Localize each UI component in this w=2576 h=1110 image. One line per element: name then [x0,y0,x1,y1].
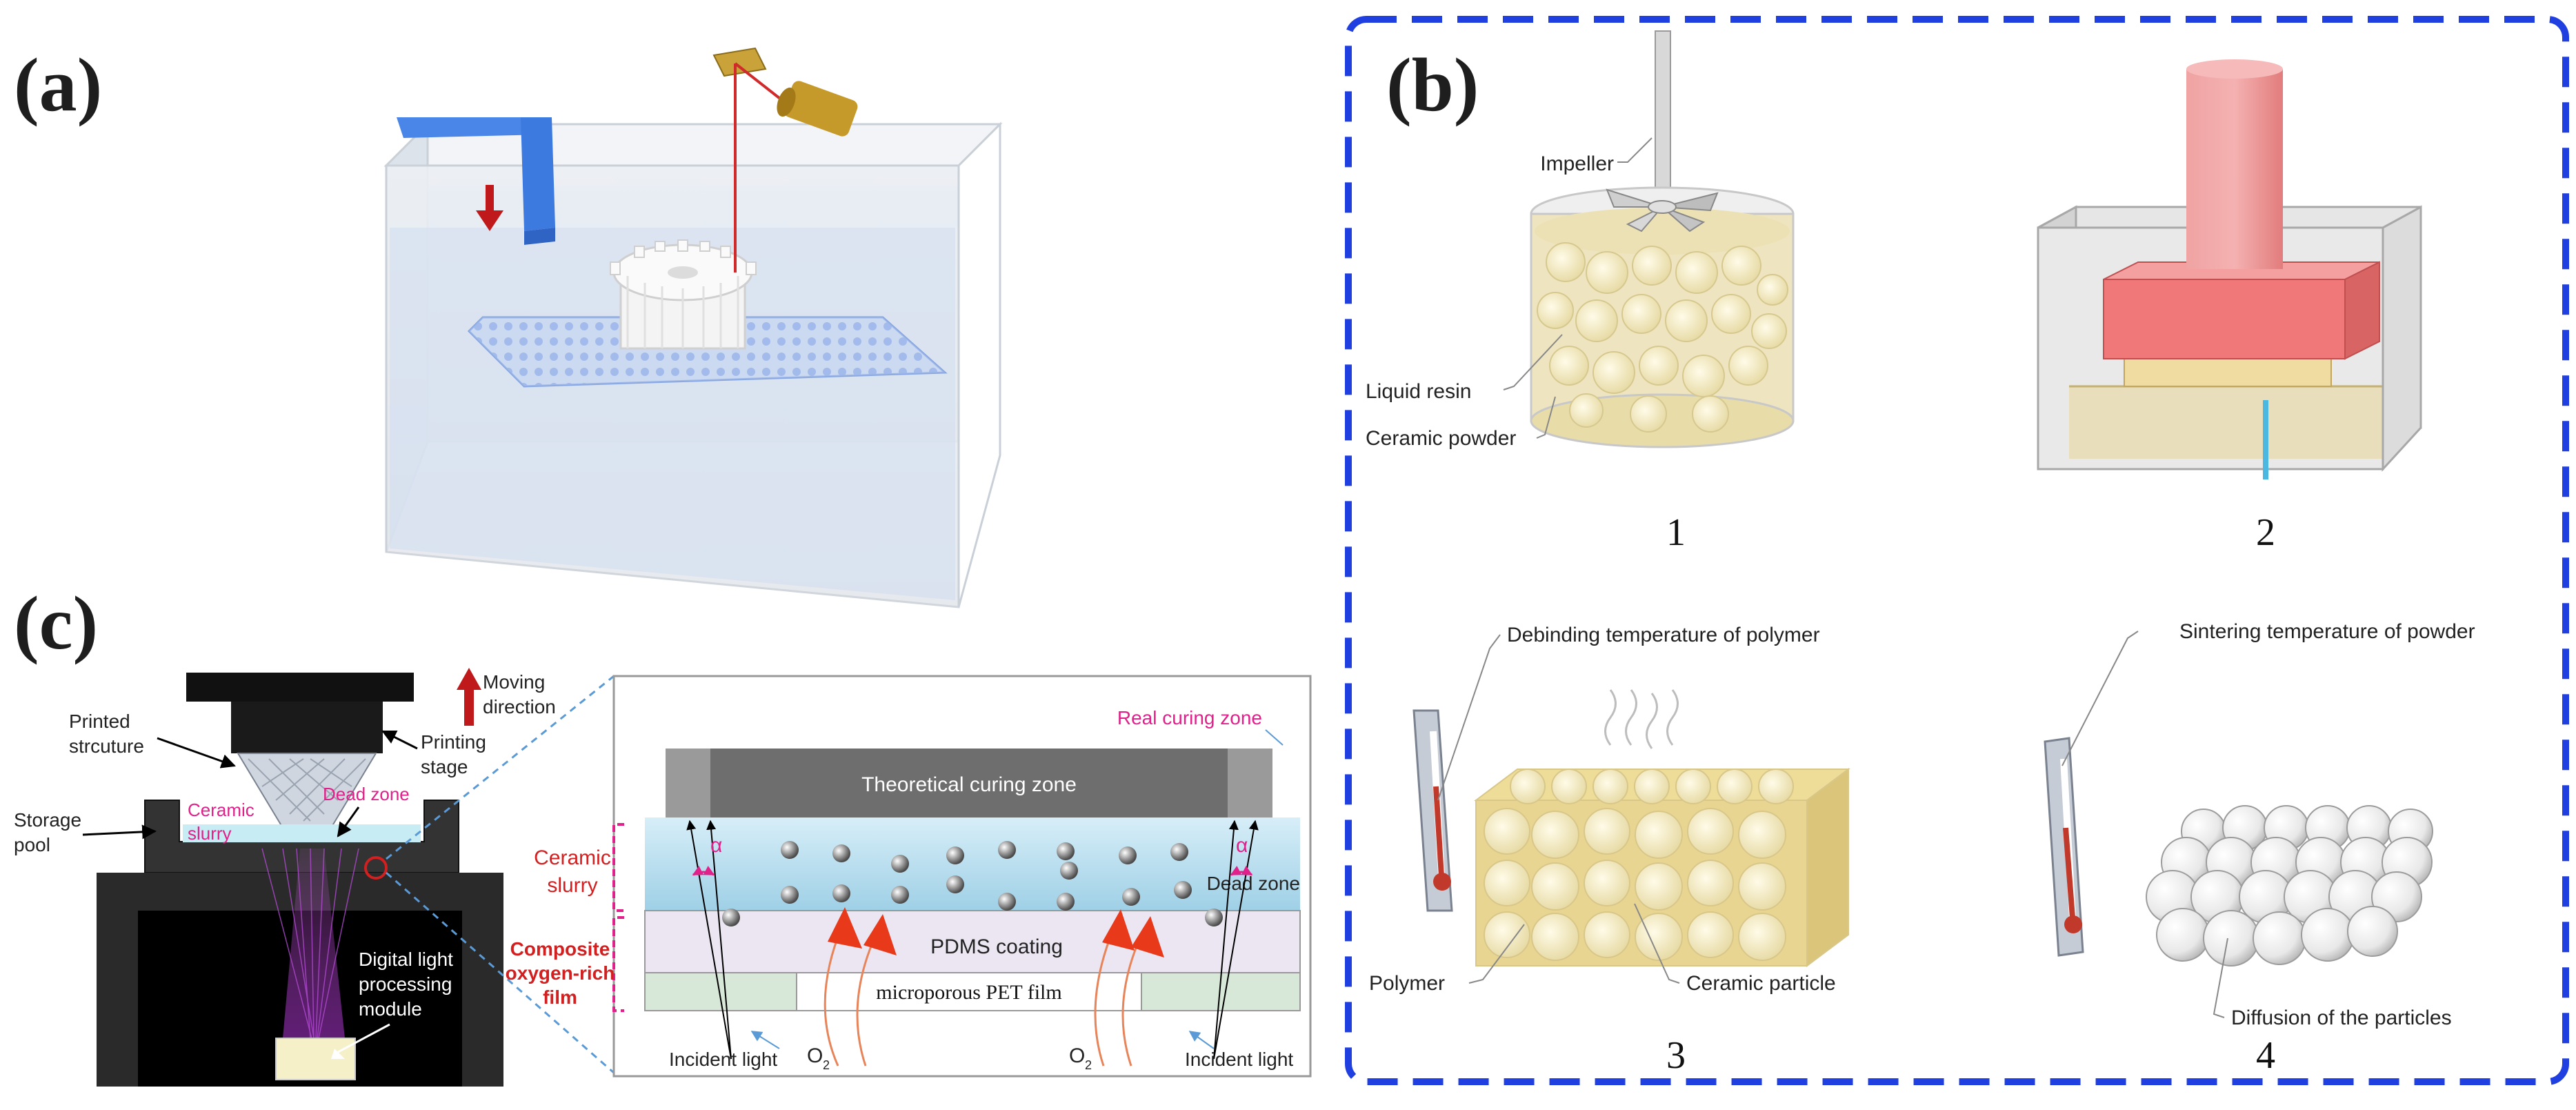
printed-structure-label-1: Printed [69,711,130,732]
step-4-number: 4 [2256,1034,2275,1077]
dead-zone-label-left: Dead zone [323,784,410,804]
diffusion-label: Diffusion of the particles [2231,1007,2452,1029]
moving-direction-label-2: direction [483,696,556,717]
recoater-blade [397,117,555,245]
ceramic-slurry-layer [645,817,1300,911]
ceramic-particles [722,841,1223,926]
incident-light-label-left: Incident light [669,1049,777,1070]
step-1-mixing: Impeller Liquid resin Ceramic powder 1 [1366,30,1795,554]
ceramic-slurry-label-2: slurry [188,823,232,844]
panel-b-frame [1345,16,2569,1085]
alpha-label-left: α [710,834,722,857]
theoretical-curing-zone-label: Theoretical curing zone [861,773,1077,796]
up-arrow-icon [457,668,481,690]
alpha-label-right: α [1236,834,1248,857]
vapor-lines [1604,689,1679,749]
theoretical-curing-zone [666,749,1272,817]
moving-direction-label-1: Moving [483,671,545,693]
composite-film-label-2: oxygen-rich [506,962,615,984]
liquid-resin-label: Liquid resin [1366,380,1471,403]
gear-part [610,239,757,350]
composite-film-label-3: film [543,987,577,1008]
panel-c-label: (c) [14,581,98,665]
step-2-number: 2 [2256,511,2275,554]
step-4-sintering: Sintering temperature of powder Diffusio… [2044,620,2475,1077]
o2-subscript-right: 2 [1085,1058,1092,1072]
incident-light-label-right: Incident light [1185,1049,1293,1070]
storage-pool-label-1: Storage [14,809,81,831]
thermometer-icon [2044,737,2084,957]
step-2-printing: 2 [2037,59,2422,554]
impeller-label: Impeller [1540,152,1614,175]
dlp-module-label-1: Digital light [359,949,453,970]
real-curing-zone-label: Real curing zone [1117,707,1262,729]
o2-label-right: O [1069,1044,1085,1067]
laser-source [712,47,858,272]
polymer-label: Polymer [1369,972,1445,995]
panel-b-label: (b) [1386,43,1479,127]
panel-c: (c) Moving direction [14,581,1312,1087]
layer-brackets: Ceramic slurry Composite oxygen-rich fil… [506,823,624,1012]
printing-stage-label-2: stage [421,756,468,777]
step-3-number: 3 [1666,1034,1686,1077]
pdms-coating-label: PDMS coating [930,935,1063,958]
step-3-debinding: Debinding temperature of polymer [1369,624,1850,1077]
panel-a-label: (a) [14,43,102,127]
oxygen-film-detail: Theoretical curing zone Real curing zone… [612,675,1312,1078]
ceramic-slurry-side-label-1: Ceramic [534,846,611,869]
incident-light-rays [686,820,1259,1060]
down-arrow-icon [476,210,503,231]
zoom-circle [364,856,388,880]
step-1-number: 1 [1666,511,1686,554]
panel-b: (b) Impeller [1345,16,2569,1085]
sla-vat [383,47,1003,608]
panel-a: (a) [14,43,1003,608]
dlp-printer-schematic: Moving direction Printed strcuture Print… [14,668,615,1087]
oxygen-flow [823,927,1143,1067]
composite-film-label-1: Composite [510,938,610,960]
sintered-spheres [2146,805,2433,967]
printed-structure-label-2: strcuture [69,735,144,757]
sintering-temperature-label: Sintering temperature of powder [2179,620,2475,643]
dlp-module-label-2: processing [359,973,452,995]
ceramic-particle-label: Ceramic particle [1686,972,1836,995]
pet-film-label: microporous PET film [876,981,1061,1004]
ceramic-slurry-side-label-2: slurry [547,874,597,897]
storage-pool-label-2: pool [14,834,50,855]
dlp-module-label-3: module [359,998,422,1020]
o2-subscript-left: 2 [823,1058,830,1072]
dead-zone-label-right: Dead zone [1207,873,1300,894]
printing-stage-label-1: Printing [421,731,486,753]
thermometer-icon [1412,709,1453,912]
green-body-block [1474,768,1850,967]
o2-label-left: O [807,1044,823,1067]
debinding-temperature-label: Debinding temperature of polymer [1507,624,1820,646]
pdms-coating-layer [644,910,1301,973]
ceramic-powder-label: Ceramic powder [1366,427,1516,450]
ceramic-slurry-label-1: Ceramic [188,800,254,820]
